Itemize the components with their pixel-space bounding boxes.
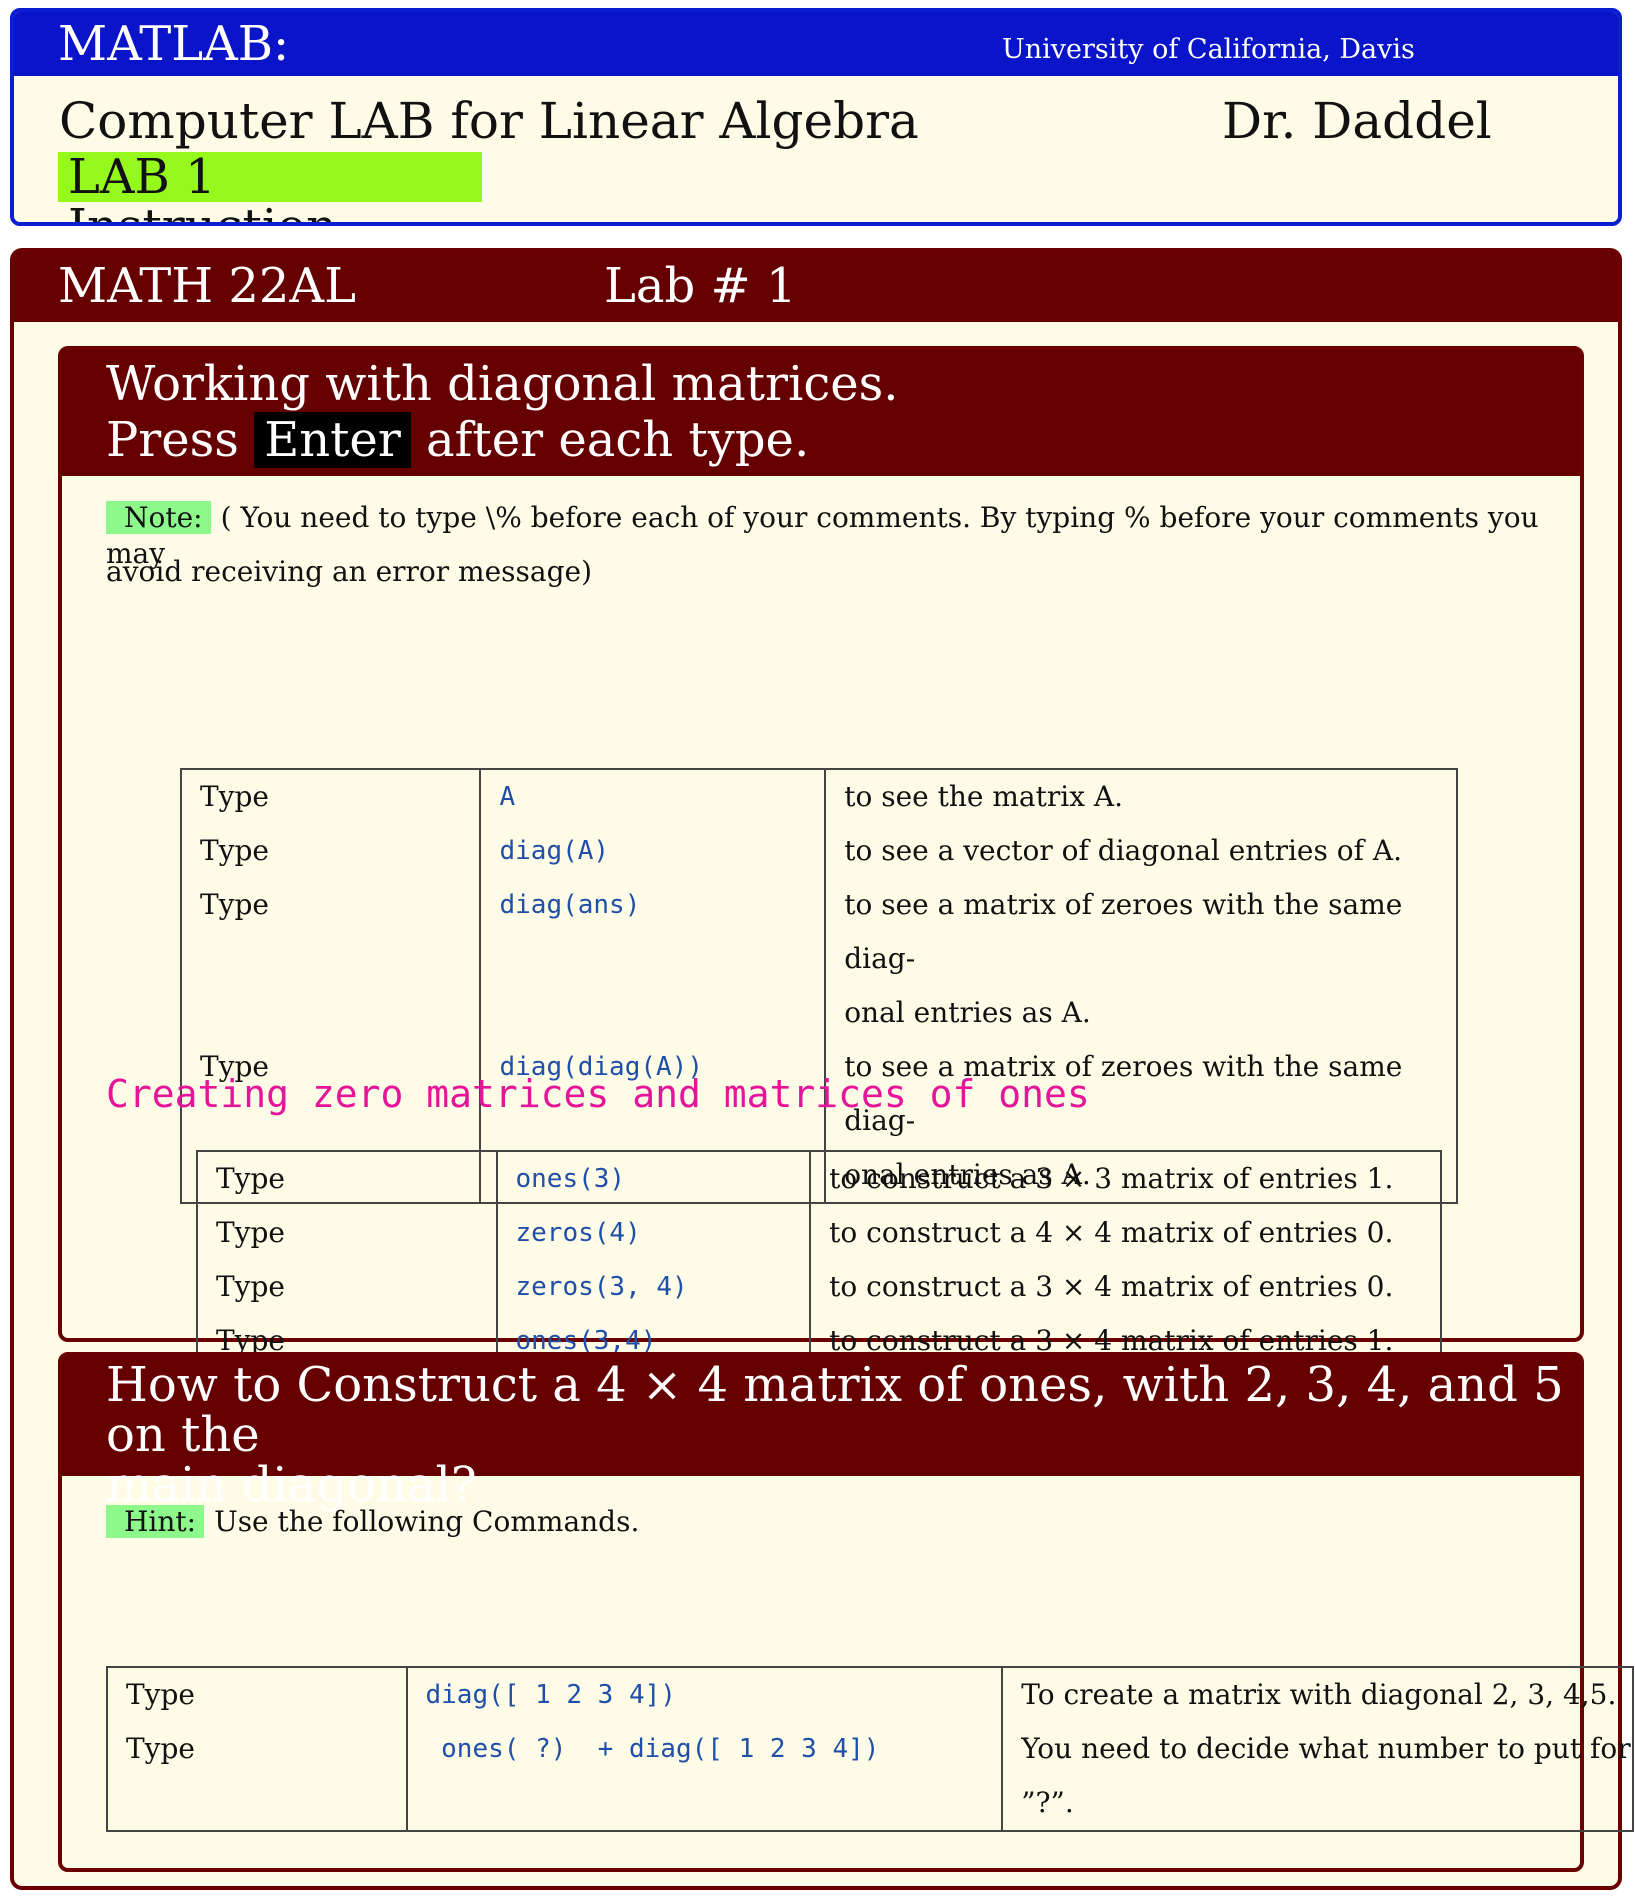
- section-title-line2: main diagonal?: [106, 1457, 477, 1513]
- description-cell: You need to decide what number to put fo…: [1001, 1722, 1634, 1831]
- main-frame: MATH 22AL Lab # 1 Working with diagonal …: [10, 248, 1634, 1890]
- section-diagonal-matrices: Working with diagonal matrices. Press En…: [58, 346, 1584, 1370]
- header-box: MATLAB: University of California, Davis …: [10, 8, 1622, 226]
- title-after: after each type.: [426, 412, 810, 468]
- construct-commands-table: Type diag([ 1 2 3 4]) To create a matrix…: [106, 1666, 1634, 1832]
- description-cell: To create a matrix with diagonal 2, 3, 4…: [1001, 1667, 1634, 1722]
- instructor: Dr. Daddel: [1222, 92, 1492, 150]
- title-press: Press: [106, 412, 239, 468]
- table-row: Type diag(ans) to see a matrix of zeroes…: [179, 878, 1458, 1040]
- action-cell: Type: [179, 769, 482, 824]
- description-cell: to see the matrix A.: [824, 769, 1458, 824]
- zeros-ones-table: Type ones(3) to construct a 3 × 3 matrix…: [196, 1150, 1442, 1370]
- section-title-line1: How to Construct a 4 × 4 matrix of ones,…: [106, 1357, 1564, 1463]
- section-title: How to Construct a 4 × 4 matrix of ones,…: [62, 1356, 1580, 1510]
- action-cell: Type: [179, 824, 482, 878]
- institution: University of California, Davis: [1002, 34, 1415, 65]
- header-bar: MATLAB: University of California, Davis: [14, 12, 1618, 76]
- note: Note:( You need to type \% before each o…: [106, 500, 1546, 572]
- table-row: Type diag([ 1 2 3 4]) To create a matrix…: [106, 1667, 1634, 1722]
- command-cell: zeros(3, 4): [495, 1260, 812, 1314]
- action-cell: Type: [106, 1667, 408, 1722]
- description-line2: ”?”.: [1021, 1786, 1074, 1819]
- table-row: Type A to see the matrix A.: [179, 769, 1458, 824]
- table-row: Type ones( ?) + diag([ 1 2 3 4]) You nee…: [106, 1722, 1634, 1831]
- action-cell: Type: [196, 1151, 498, 1206]
- command-cell: diag(A): [479, 824, 827, 878]
- hint: Hint: Use the following Commands.: [106, 1502, 639, 1542]
- hint-label: Hint:: [106, 1505, 205, 1538]
- subheading-zero-ones: Creating zero matrices and matrices of o…: [106, 1072, 1090, 1116]
- command-cell: diag([ 1 2 3 4]): [405, 1667, 1004, 1722]
- description-line1: You need to decide what number to put fo…: [1021, 1732, 1631, 1765]
- section-construct-matrix: How to Construct a 4 × 4 matrix of ones,…: [58, 1352, 1634, 1872]
- note-label: Note:: [106, 501, 211, 534]
- description-line2: onal entries as A.: [844, 996, 1091, 1029]
- hint-text: Use the following Commands.: [214, 1505, 640, 1538]
- command-cell: diag(ans): [479, 878, 827, 1040]
- action-cell: Type: [179, 878, 482, 1040]
- action-cell: Type: [196, 1206, 498, 1260]
- enter-key: Enter: [254, 412, 411, 468]
- note-text: ( You need to type \% before each of you…: [106, 501, 1539, 570]
- note-text-continued: avoid receiving an error message): [106, 555, 593, 588]
- table-row: Type ones(3) to construct a 3 × 3 matrix…: [196, 1151, 1442, 1206]
- command-cell: A: [479, 769, 827, 824]
- section-title-line2: Press Enter after each type.: [106, 412, 1580, 468]
- description-cell: to construct a 3 × 4 matrix of entries 0…: [809, 1260, 1442, 1314]
- action-cell: Type: [106, 1722, 408, 1831]
- command-cell: zeros(4): [495, 1206, 812, 1260]
- diagonal-commands-table: Type A to see the matrix A. Type diag(A)…: [179, 768, 1458, 1204]
- command-cell: ones( ?) + diag([ 1 2 3 4]): [405, 1722, 1004, 1831]
- main-bar: MATH 22AL Lab # 1: [14, 252, 1618, 322]
- course-title: Computer LAB for Linear Algebra: [59, 92, 919, 150]
- table-row: Type zeros(4) to construct a 4 × 4 matri…: [196, 1206, 1442, 1260]
- description-cell: to construct a 4 × 4 matrix of entries 0…: [809, 1206, 1442, 1260]
- description-cell: to construct a 3 × 3 matrix of entries 1…: [809, 1151, 1442, 1206]
- table-row: Type diag(A) to see a vector of diagonal…: [179, 824, 1458, 878]
- table-row: Type zeros(3, 4) to construct a 3 × 4 ma…: [196, 1260, 1442, 1314]
- description-line1: to see a matrix of zeroes with the same …: [844, 1050, 1403, 1137]
- lab-number: Lab # 1: [604, 258, 797, 314]
- description-line1: to see a matrix of zeroes with the same …: [844, 888, 1403, 975]
- description-cell: to see a matrix of zeroes with the same …: [824, 878, 1458, 1040]
- lab-instruction-tag: LAB 1 Instruction: [58, 152, 482, 222]
- section-title: Working with diagonal matrices. Press En…: [62, 350, 1580, 476]
- action-cell: Type: [196, 1260, 498, 1314]
- course-code: MATH 22AL: [58, 258, 356, 314]
- description-cell: to see a vector of diagonal entries of A…: [824, 824, 1458, 878]
- command-cell: ones(3): [495, 1151, 812, 1206]
- section-title-line1: Working with diagonal matrices.: [106, 356, 899, 412]
- app-name: MATLAB:: [58, 16, 290, 72]
